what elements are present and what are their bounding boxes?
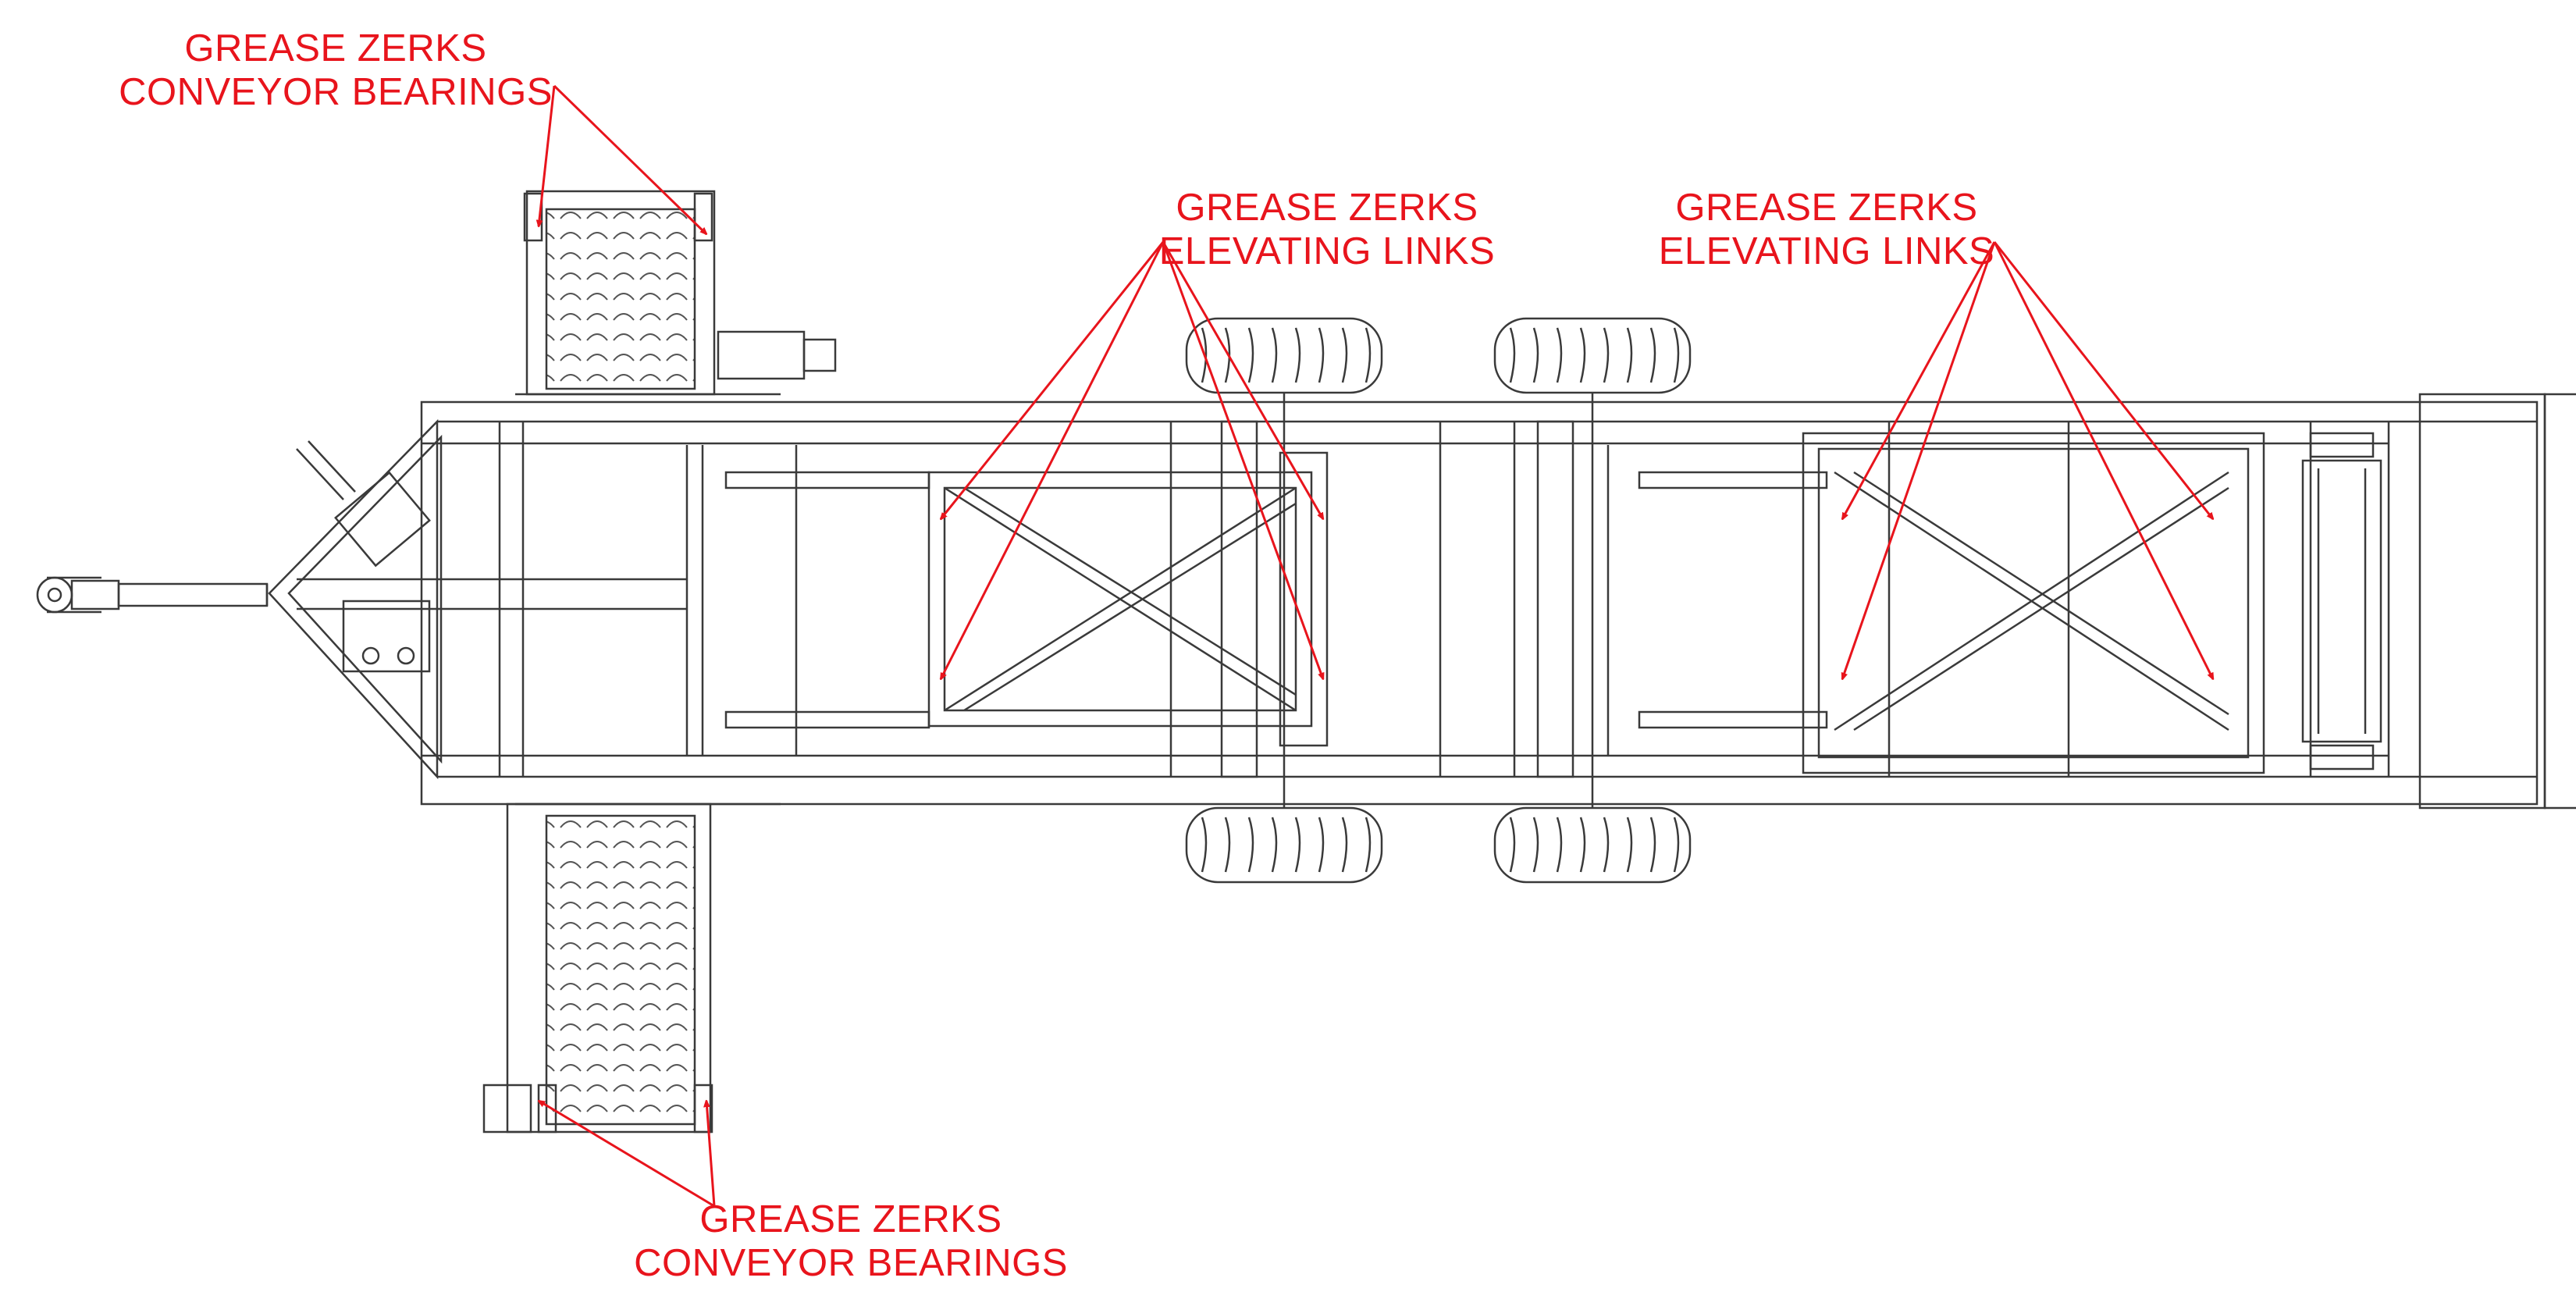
conveyor-top [515, 190, 837, 396]
callout-line2: CONVEYOR BEARINGS [634, 1242, 1068, 1284]
callout-line1: GREASE ZERKS [699, 1198, 1002, 1240]
callout-line2: CONVEYOR BEARINGS [119, 71, 553, 113]
callout-line1: GREASE ZERKS [1675, 187, 1978, 229]
leader-arrows [539, 84, 2213, 1208]
callout-line2: ELEVATING LINKS [1658, 230, 1995, 272]
callout-elevating-links-left: GREASE ZERKS ELEVATING LINKS [1124, 186, 1530, 273]
elevator-frame-right [1536, 420, 2265, 778]
callout-elevating-links-right: GREASE ZERKS ELEVATING LINKS [1624, 186, 2030, 273]
rear-roller-assembly [2301, 432, 2382, 771]
main-frame [420, 393, 2576, 810]
wheel-front-bottom [1185, 806, 1383, 884]
wheel-front-top [1185, 317, 1383, 394]
conveyor-bottom [482, 803, 781, 1134]
callout-conveyor-bearings-top: GREASE ZERKS CONVEYOR BEARINGS [117, 27, 554, 114]
callout-line2: ELEVATING LINKS [1158, 230, 1496, 272]
callout-line1: GREASE ZERKS [184, 27, 487, 69]
hitch-tongue [36, 576, 269, 614]
wheel-rear-top [1493, 317, 1692, 394]
wheel-rear-bottom [1493, 806, 1692, 884]
front-a-frame [268, 418, 2537, 780]
elevator-frame-left [724, 420, 1329, 778]
callout-conveyor-bearings-bottom: GREASE ZERKS CONVEYOR BEARINGS [632, 1198, 1069, 1285]
callout-line1: GREASE ZERKS [1176, 187, 1478, 229]
